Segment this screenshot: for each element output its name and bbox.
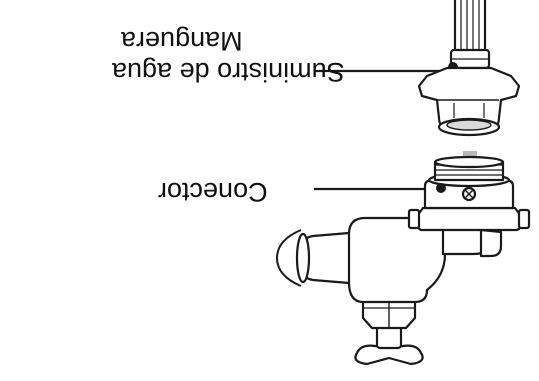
connector-label: Conector <box>158 177 268 207</box>
connector-pointer-dot <box>436 183 446 193</box>
hose-label: Manguera <box>121 26 243 56</box>
hose-coupling <box>417 66 521 137</box>
faucet <box>276 210 503 366</box>
water-supply-label: Suministro de agua <box>112 57 345 87</box>
hose <box>448 0 491 72</box>
connector <box>407 155 531 232</box>
